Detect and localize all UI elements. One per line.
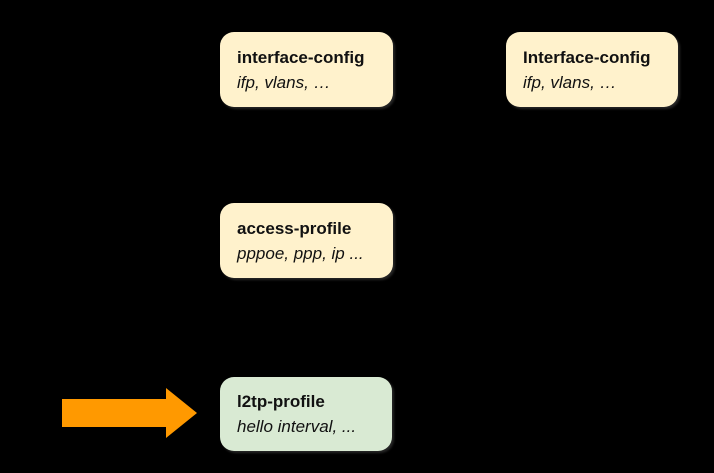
node-title: l2tp-profile bbox=[237, 392, 325, 411]
node-title: Interface-config bbox=[523, 47, 651, 67]
node-access-profile: access-profile pppoe, ppp, ip ... bbox=[220, 203, 393, 278]
node-interface-config-right: Interface-config ifp, vlans, … bbox=[506, 32, 678, 107]
node-interface-config-left: interface-config ifp, vlans, … bbox=[220, 32, 393, 107]
node-title: access-profile bbox=[237, 218, 352, 238]
node-title: interface-config bbox=[237, 47, 365, 67]
node-l2tp-profile: l2tp-profile hello interval, ... bbox=[220, 377, 392, 451]
node-subtitle: ifp, vlans, … bbox=[237, 72, 331, 92]
arrow-shape bbox=[62, 388, 197, 438]
node-subtitle: ifp, vlans, … bbox=[523, 72, 617, 92]
node-subtitle: hello interval, ... bbox=[237, 417, 357, 436]
highlight-right-arrow-icon bbox=[62, 388, 197, 438]
node-subtitle: pppoe, ppp, ip ... bbox=[237, 243, 364, 263]
